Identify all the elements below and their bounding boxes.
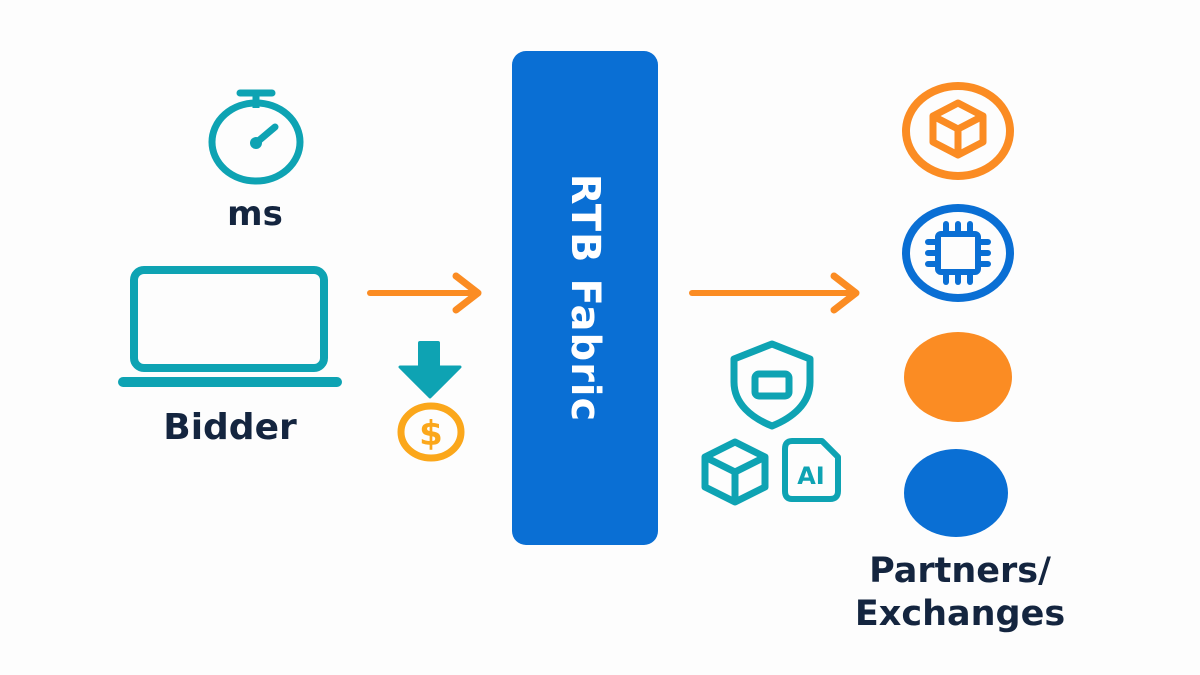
cube-icon — [929, 99, 987, 159]
stopwatch-icon — [208, 89, 304, 185]
partner-node-chip — [902, 204, 1014, 302]
partners-label-line2: Exchanges — [854, 594, 1066, 634]
partners-label-line1: Partners/ — [869, 551, 1051, 591]
cube-icon — [701, 438, 769, 506]
ai-chip-icon: AI — [782, 438, 841, 502]
svg-text:$: $ — [419, 414, 443, 454]
partner-node-blue — [904, 449, 1008, 537]
ai-chip-text: AI — [797, 462, 825, 490]
partner-node-orange — [904, 332, 1012, 422]
partners-label: Partners/ Exchanges — [820, 550, 1100, 636]
rtb-fabric-label: RTB Fabric — [562, 173, 608, 423]
partner-node-cube — [902, 82, 1014, 180]
cpu-chip-icon — [925, 221, 991, 285]
laptop-icon — [118, 266, 342, 387]
rtb-fabric-block: RTB Fabric — [512, 51, 658, 545]
flow-arrow-fabric-to-partners — [689, 272, 860, 314]
bidder-label: Bidder — [163, 407, 297, 448]
latency-label: ms — [227, 194, 283, 234]
flow-arrow-bidder-to-fabric — [367, 272, 482, 314]
down-arrow-icon — [398, 341, 462, 399]
shield-icon — [730, 340, 814, 430]
dollar-coin-icon: $ — [397, 402, 465, 462]
